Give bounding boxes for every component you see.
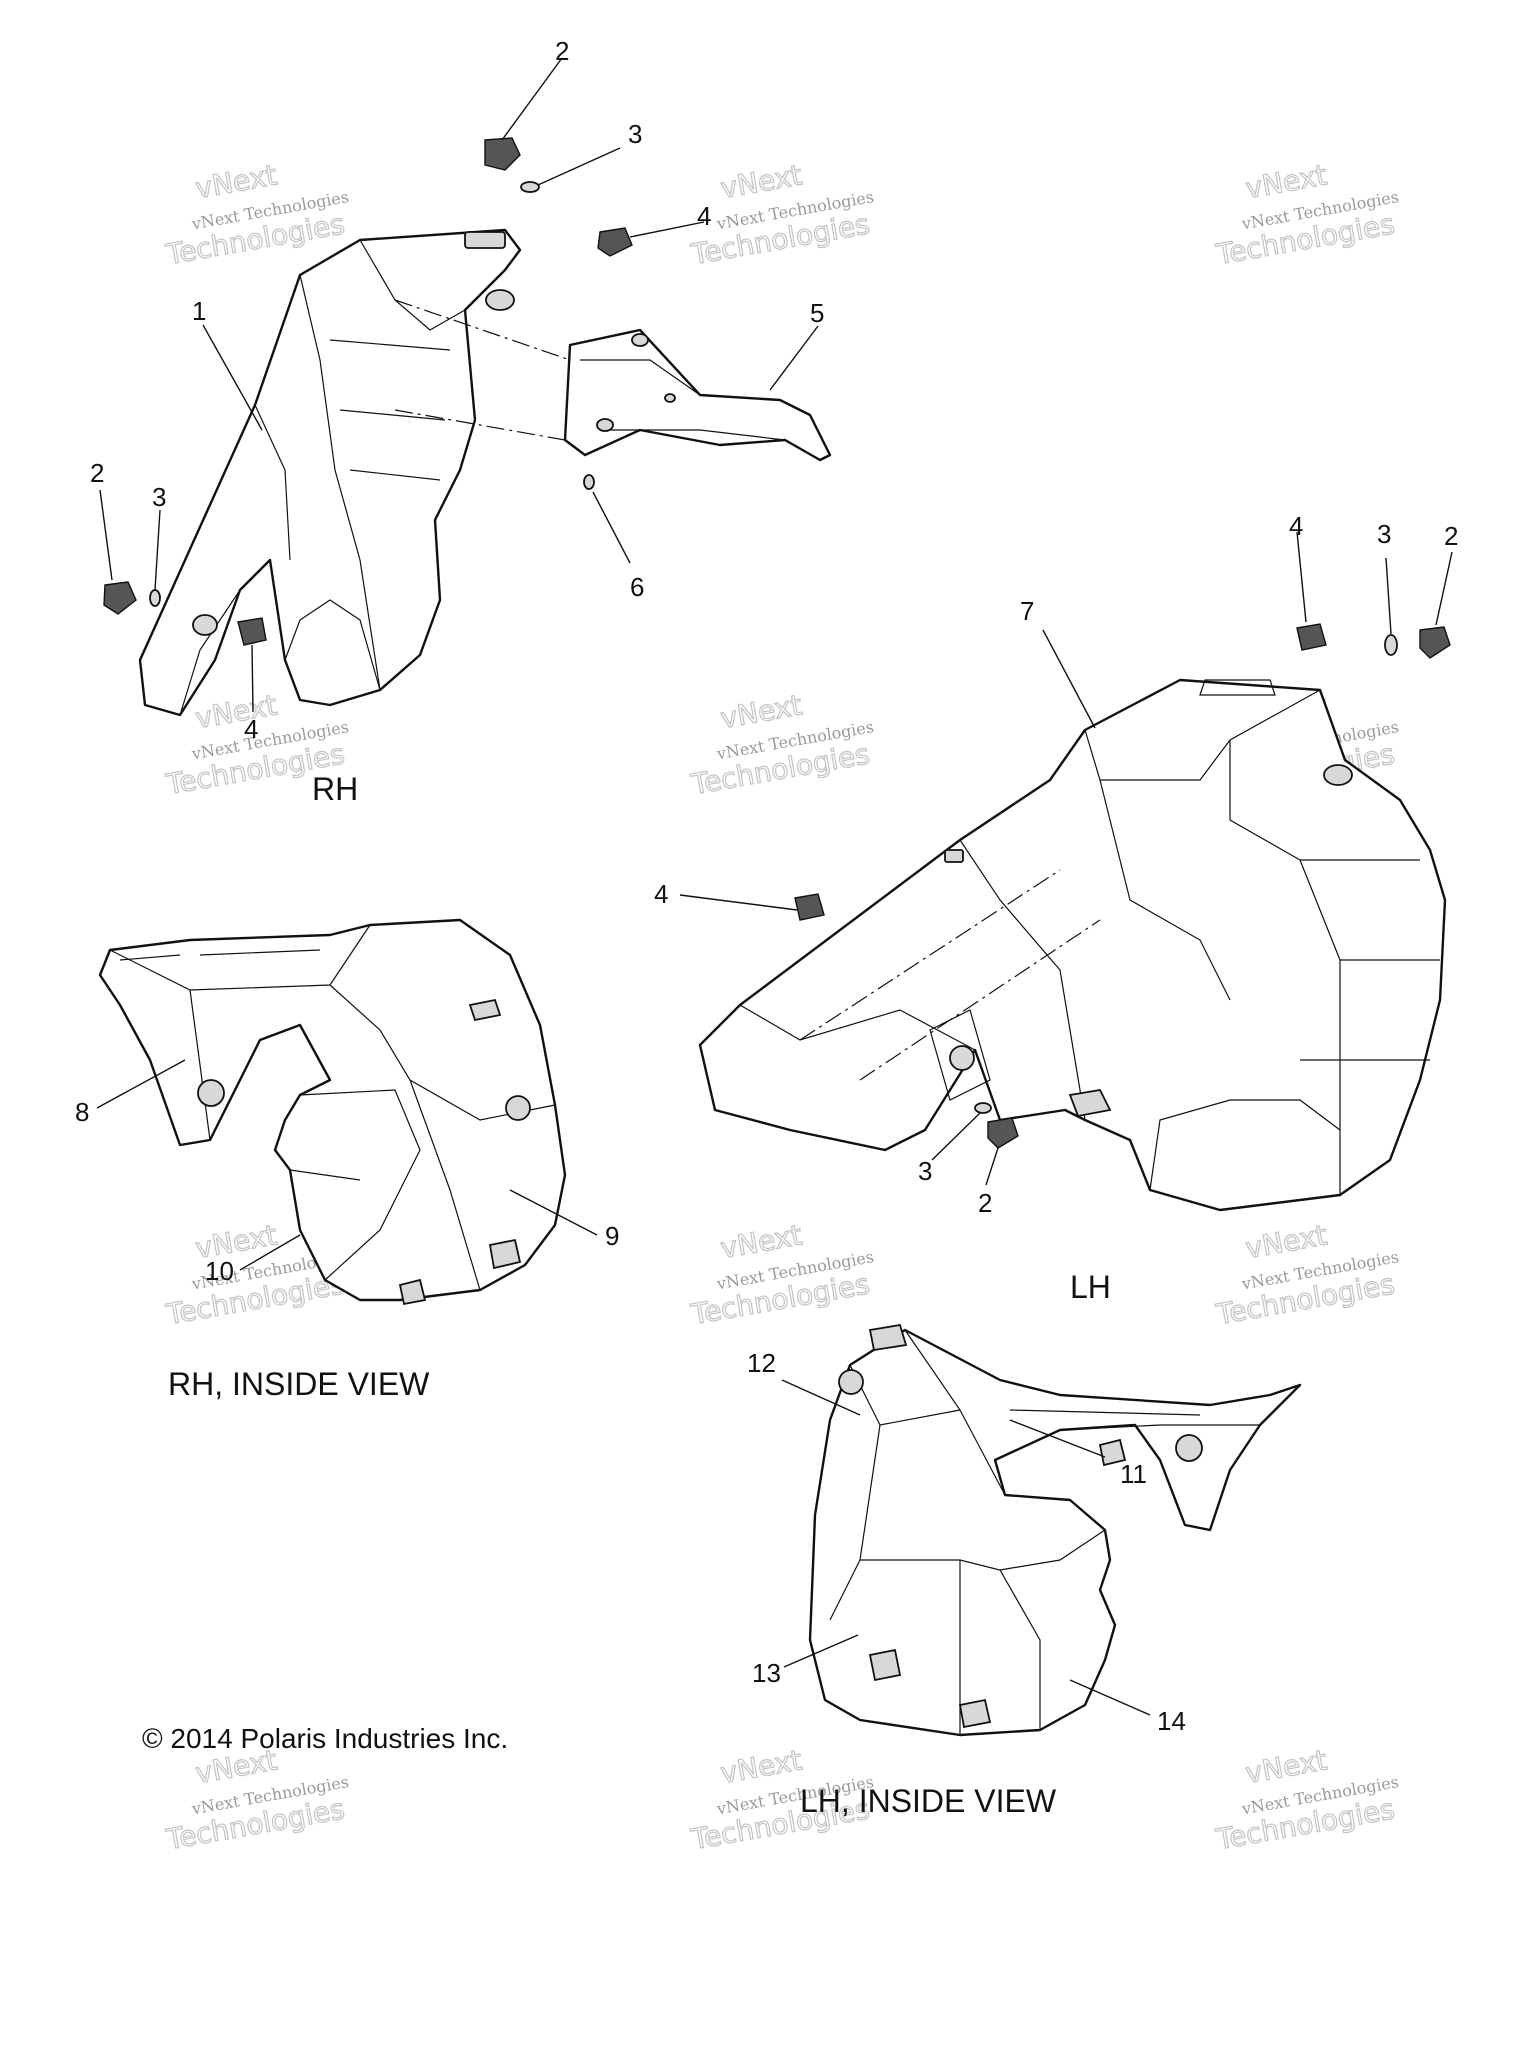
svg-text:vNext: vNext [718, 158, 804, 205]
lh-hardware [794, 623, 1451, 1149]
grommet-part-4d [794, 893, 825, 921]
copyright-notice: © 2014 Polaris Industries Inc. [142, 1723, 508, 1754]
callout-2-top: 2 [555, 36, 569, 66]
grommet-part-4c [1296, 623, 1327, 651]
rh-fender-assembly [138, 228, 832, 717]
callout-7: 7 [1020, 596, 1034, 626]
callout-6: 6 [630, 572, 644, 602]
lh-front-fender-part-7 [698, 678, 1447, 1212]
callout-4-lh-top: 4 [1289, 511, 1303, 541]
callout-3-lh-bottom: 3 [918, 1156, 932, 1186]
callout-8: 8 [75, 1097, 89, 1127]
callout-14: 14 [1157, 1706, 1186, 1736]
callout-3-left: 3 [152, 482, 166, 512]
view-labels: RH LH RH, INSIDE VIEW LH, INSIDE VIEW [168, 771, 1111, 1819]
push-rivet-part-2c [1419, 626, 1451, 659]
label-lh: LH [1070, 1269, 1111, 1305]
callout-2-lh-top: 2 [1444, 521, 1458, 551]
svg-text:vNext: vNext [193, 158, 279, 205]
callout-9: 9 [605, 1221, 619, 1251]
push-rivet-part-2b [103, 581, 137, 615]
rh-hardware [103, 137, 633, 646]
washer-part-3d [974, 1102, 992, 1114]
washer-part-3b [149, 589, 161, 607]
svg-text:vNext: vNext [1243, 158, 1329, 205]
label-rh: RH [312, 771, 358, 807]
push-rivet-part-2d [987, 1117, 1019, 1149]
label-rh-inside-view: RH, INSIDE VIEW [168, 1366, 430, 1402]
callout-2-left: 2 [90, 458, 104, 488]
lh-inside-view [808, 1323, 1302, 1737]
callout-1: 1 [192, 296, 206, 326]
svg-text:vNext: vNext [1243, 1743, 1329, 1790]
rh-inside-fender-body [98, 918, 567, 1302]
washer-part-3 [520, 181, 540, 193]
callout-numbers: 2 3 4 1 5 6 2 3 4 4 3 2 7 4 3 2 8 9 10 1… [75, 36, 1458, 1736]
svg-text:vNext: vNext [718, 1218, 804, 1265]
grommet-part-4b [237, 617, 267, 646]
callout-2-lh-bottom: 2 [978, 1188, 992, 1218]
push-rivet-part-2 [484, 137, 521, 171]
lh-fender-assembly [698, 678, 1447, 1212]
lh-inside-leaders [781, 1379, 1151, 1716]
callout-3-lh-top: 3 [1377, 519, 1391, 549]
callout-10: 10 [205, 1256, 234, 1286]
label-lh-inside-view: LH, INSIDE VIEW [800, 1783, 1057, 1819]
svg-text:vNext: vNext [718, 688, 804, 735]
svg-text:vNext: vNext [718, 1743, 804, 1790]
callout-12: 12 [747, 1348, 776, 1378]
lh-leaders [679, 531, 1453, 1186]
svg-text:vNext: vNext [1243, 1218, 1329, 1265]
callout-13: 13 [752, 1658, 781, 1688]
washer-part-3c [1384, 634, 1398, 656]
rh-leaders [99, 57, 819, 713]
callout-4-top: 4 [697, 201, 711, 231]
rh-inside-leaders [96, 1059, 598, 1271]
washer-part-6 [583, 474, 595, 490]
callout-4-left: 4 [244, 714, 258, 744]
callout-11: 11 [1120, 1459, 1147, 1489]
callout-3-top: 3 [628, 119, 642, 149]
rh-front-fender-part-1 [138, 228, 522, 717]
grommet-part-4 [597, 227, 633, 257]
rh-inside-view [98, 918, 567, 1306]
rh-fender-extension-part-5 [563, 328, 832, 462]
svg-text:vNext: vNext [193, 688, 279, 735]
callout-4-lh-left: 4 [654, 879, 668, 909]
callout-5: 5 [810, 298, 824, 328]
